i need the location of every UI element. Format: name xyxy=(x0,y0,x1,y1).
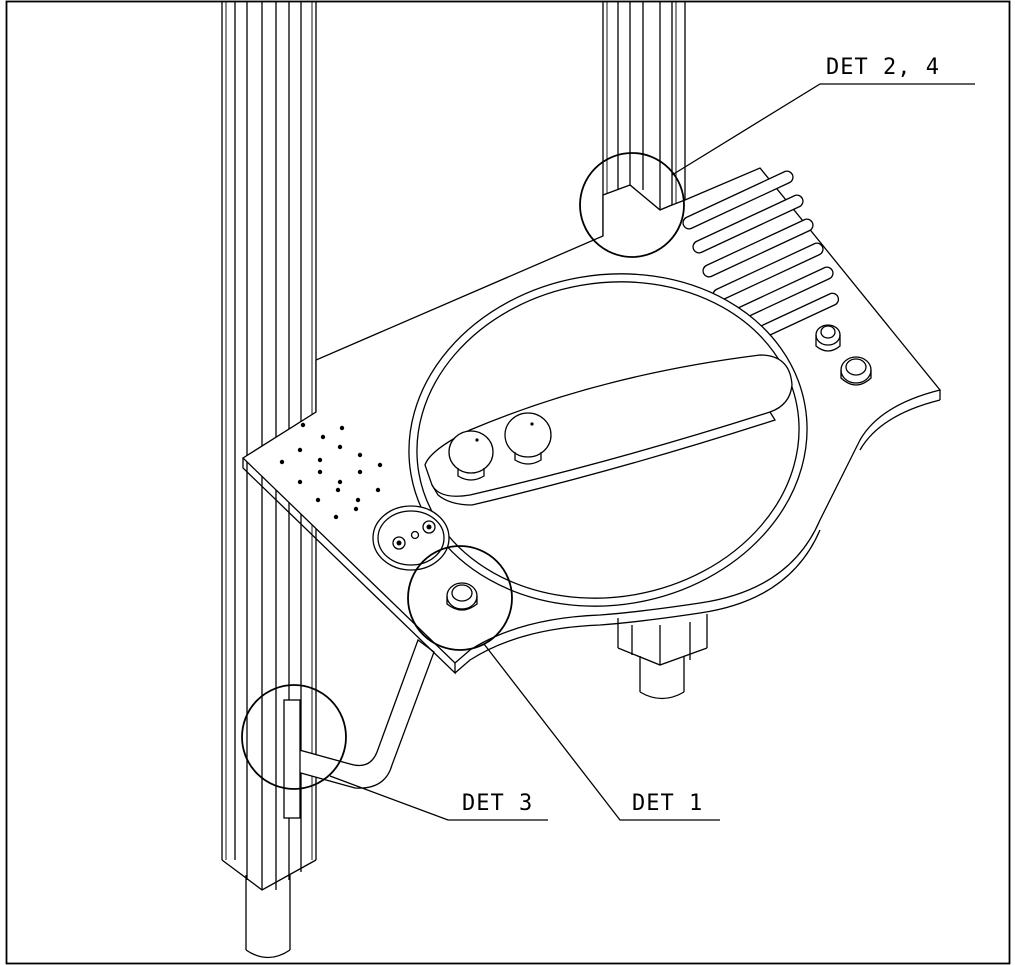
detail-circle-2-4 xyxy=(579,152,685,258)
push-button xyxy=(446,582,478,611)
vent-slots xyxy=(682,170,840,348)
drawing-frame xyxy=(5,0,1011,965)
callout-det-2-4: DET 2, 4 xyxy=(826,55,940,80)
callout-det-1: DET 1 xyxy=(632,791,703,816)
hole-grid xyxy=(279,422,383,520)
support-arm xyxy=(283,638,435,819)
handle-bar xyxy=(424,354,793,506)
connector-socket xyxy=(372,505,450,571)
detail-circle-3 xyxy=(241,684,347,790)
leader-lines xyxy=(329,83,975,821)
right-knobs xyxy=(815,324,872,386)
callout-det-3: DET 3 xyxy=(462,791,533,816)
detail-circle-1 xyxy=(407,545,513,651)
